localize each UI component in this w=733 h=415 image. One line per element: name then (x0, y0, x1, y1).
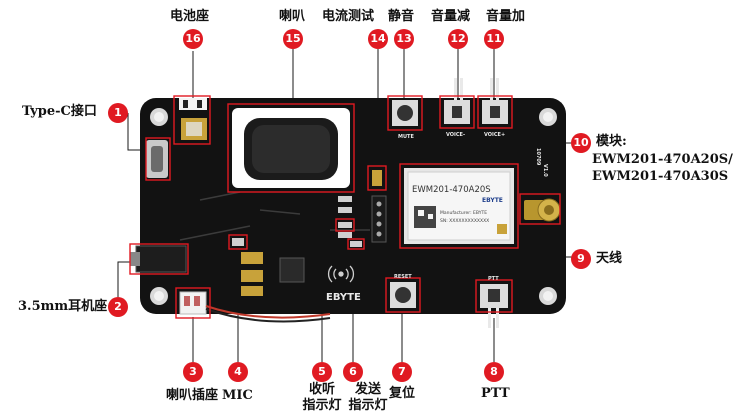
badge-6: 6 (343, 362, 363, 382)
reset-silk: RESET (394, 274, 412, 280)
label-speaker: 喇叭 (279, 9, 306, 24)
label-mic: MIC (222, 388, 253, 403)
label-battery: 电池座 (170, 9, 210, 24)
label-type-c: Type-C接口 (22, 104, 97, 119)
voice-plus-button (482, 100, 508, 124)
label-ptt: PTT (481, 386, 510, 401)
label-current-test: 电流测试 (322, 9, 375, 24)
badge-4: 4 (228, 362, 248, 382)
module-manufacturer: Manufacturer: EBYTE (440, 210, 487, 216)
badge-13: 13 (394, 29, 414, 49)
headphone-jack (130, 245, 187, 273)
wireless-logo-icon (327, 265, 355, 283)
board-version: V1.0 (542, 164, 548, 177)
label-mute: 静音 (388, 9, 415, 24)
module-sn: SN: XXXXXXXXXXXXX (440, 218, 489, 224)
label-antenna: 天线 (596, 251, 623, 266)
speaker-connector (179, 291, 331, 323)
badge-7: 7 (392, 362, 412, 382)
badge-15: 15 (283, 29, 303, 49)
mute-silk: MUTE (398, 134, 414, 140)
label-speaker-connector: 喇叭插座 (166, 388, 219, 403)
module-name: EWM201-470A20S (412, 185, 491, 195)
badge-14: 14 (368, 29, 388, 49)
antenna (524, 198, 561, 222)
rf-module (404, 168, 514, 244)
label-rx-led: 收听 指示灯 (296, 382, 348, 414)
label-rx-line2: 指示灯 (302, 398, 342, 413)
reset-button (390, 282, 416, 308)
badge-16: 16 (183, 29, 203, 49)
button-leads (454, 78, 499, 100)
label-reset: 复位 (389, 386, 416, 401)
voice-minus-silk: VOICE- (446, 132, 465, 138)
badge-9: 9 (571, 249, 591, 269)
ptt-silk: PTT (488, 276, 499, 282)
badge-3: 3 (183, 362, 203, 382)
pcb-traces (179, 191, 370, 241)
current-test-header (371, 170, 387, 243)
badge-1: 1 (108, 103, 128, 123)
badge-12: 12 (448, 29, 468, 49)
label-tx-line1: 发送 (354, 382, 381, 397)
mute-button (392, 100, 418, 126)
badge-11: 11 (484, 29, 504, 49)
leds (338, 196, 362, 247)
module-brand: EBYTE (482, 197, 503, 204)
label-module-model-2: EWM201-470A30S (592, 169, 729, 184)
speaker (232, 108, 350, 188)
board-brand: EBYTE (326, 292, 361, 303)
voice-minus-button (444, 100, 470, 124)
mounting-holes (150, 108, 557, 305)
label-rx-line1: 收听 (308, 382, 335, 397)
label-volume-up: 音量加 (486, 9, 526, 24)
label-volume-down: 音量减 (431, 9, 471, 24)
board-date: 10709 (535, 148, 541, 166)
label-tx-led: 发送 指示灯 (342, 382, 394, 414)
badge-8: 8 (484, 362, 504, 382)
typec-port (146, 140, 168, 178)
badge-10: 10 (571, 133, 591, 153)
label-module-title: 模块: (596, 134, 627, 149)
mic (232, 238, 305, 296)
battery-seat (179, 98, 207, 140)
label-headphone: 3.5mm耳机座 (18, 299, 108, 314)
voice-plus-silk: VOICE+ (484, 132, 505, 138)
highlight-boxes (129, 95, 561, 319)
ptt-button (480, 284, 508, 328)
badge-2: 2 (108, 297, 128, 317)
label-module-model-1: EWM201-470A20S/ (592, 152, 733, 167)
label-tx-line2: 指示灯 (348, 398, 388, 413)
badge-5: 5 (312, 362, 332, 382)
